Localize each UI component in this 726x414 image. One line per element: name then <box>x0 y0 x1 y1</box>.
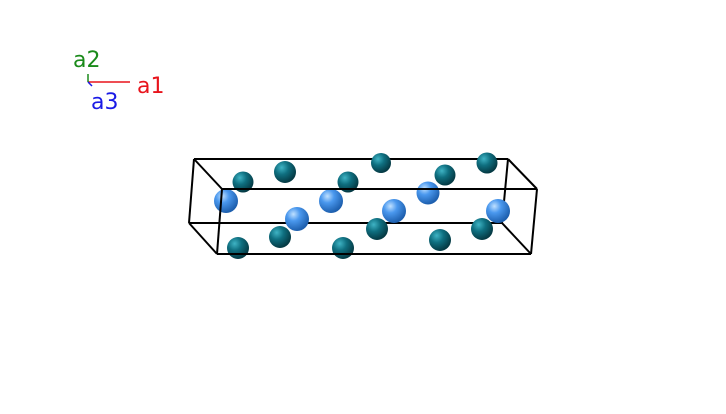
cell-edge <box>507 158 538 190</box>
cell-edge <box>216 188 223 255</box>
a3-axis-label: a3 <box>91 90 118 115</box>
atom-species-b[interactable] <box>319 189 343 213</box>
cell-edge <box>193 158 223 190</box>
atom-species-a[interactable] <box>227 237 249 259</box>
atom-species-a[interactable] <box>269 226 291 248</box>
atom-species-a[interactable] <box>471 218 493 240</box>
atom-species-a[interactable] <box>371 153 391 173</box>
atom-species-a[interactable] <box>476 152 498 174</box>
atom-species-b[interactable] <box>214 189 238 213</box>
atom-species-a[interactable] <box>332 237 354 259</box>
atom-species-b[interactable] <box>285 207 309 231</box>
atom-species-a[interactable] <box>337 171 359 193</box>
atom-species-a[interactable] <box>434 164 456 186</box>
atoms <box>214 152 510 259</box>
atom-species-a[interactable] <box>274 161 296 183</box>
unit-cell-front <box>188 158 538 255</box>
atom-species-a[interactable] <box>429 229 451 251</box>
a1-axis-label: a1 <box>137 74 164 99</box>
unit-cell-back <box>188 158 509 224</box>
axis-indicator: a2 a1 a3 <box>73 48 164 115</box>
atom-species-a[interactable] <box>366 218 388 240</box>
cell-edge <box>188 222 218 255</box>
cell-edge <box>530 188 538 255</box>
atom-species-b[interactable] <box>486 199 510 223</box>
a2-axis-label: a2 <box>73 48 100 73</box>
cell-edge <box>501 222 532 255</box>
atom-species-a[interactable] <box>232 171 254 193</box>
a3-axis-line <box>87 81 93 87</box>
atom-species-b[interactable] <box>382 199 406 223</box>
atom-species-b[interactable] <box>416 181 440 205</box>
cell-edge <box>188 158 195 224</box>
